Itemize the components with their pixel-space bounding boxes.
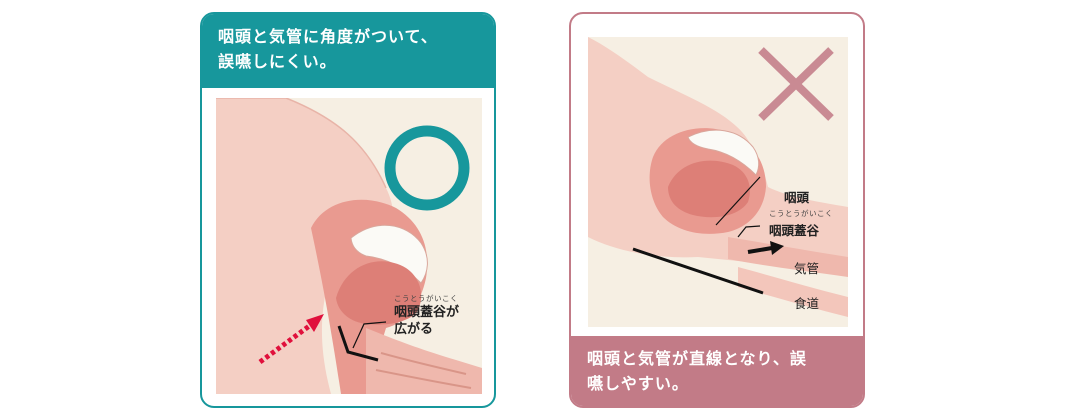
bad-pharynx-pointer bbox=[715, 176, 761, 226]
bad-label-ruby: こうとうがいこく bbox=[769, 209, 833, 218]
good-posture-card: 咽頭と気管に角度がついて、 誤嚥しにくい。 bbox=[200, 12, 496, 408]
good-illustration: こうとうがいこく 咽頭蓋谷が 広がる bbox=[216, 98, 482, 394]
bad-label-trachea: 気管 bbox=[794, 261, 820, 276]
good-label-line1: 咽頭蓋谷が bbox=[394, 305, 460, 320]
bad-tongue bbox=[668, 160, 750, 218]
bad-caption-banner: 咽頭と気管が直線となり、誤 嚥しやすい。 bbox=[571, 336, 863, 406]
good-anatomy-svg bbox=[216, 98, 482, 394]
bad-posture-card: 咽頭 こうとうがいこく 咽頭蓋谷 気管 食道 咽頭と気管が直線となり、誤 嚥しや… bbox=[569, 12, 865, 408]
bad-label-esophagus: 食道 bbox=[794, 296, 820, 311]
bad-arrow-head bbox=[770, 241, 784, 255]
good-palate bbox=[350, 224, 428, 284]
good-label-vallecula: 咽頭蓋谷が 広がる bbox=[394, 304, 459, 338]
bad-esophagus-tube bbox=[738, 267, 848, 317]
good-label-ruby: こうとうがいこく bbox=[394, 294, 458, 303]
bad-label-vallecula: 咽頭蓋谷 bbox=[769, 223, 820, 238]
good-tongue bbox=[336, 261, 422, 325]
cross-ng-icon bbox=[758, 47, 834, 121]
bad-arrow-line bbox=[747, 246, 773, 254]
good-flow-arrow-head bbox=[306, 314, 324, 332]
bad-anatomy-svg bbox=[588, 37, 848, 327]
good-caption-line2: 誤嚥しにくい。 bbox=[218, 52, 337, 71]
bad-illustration: 咽頭 こうとうがいこく 咽頭蓋谷 気管 食道 bbox=[588, 37, 848, 327]
good-head-skin bbox=[216, 98, 393, 394]
good-vallecula-bracket bbox=[337, 325, 379, 362]
circle-ok-icon bbox=[384, 125, 470, 211]
bad-palate bbox=[687, 129, 760, 176]
good-flow-arrow-line bbox=[258, 321, 314, 365]
bad-trachea-tube bbox=[728, 237, 848, 277]
good-caption-line1: 咽頭と気管に角度がついて、 bbox=[218, 27, 438, 46]
bad-caption-line1: 咽頭と気管が直線となり、誤 bbox=[587, 349, 807, 368]
bad-baseline bbox=[632, 247, 764, 295]
bad-vallecula-pointer bbox=[737, 225, 761, 238]
bad-caption-line2: 嚥しやすい。 bbox=[587, 374, 689, 393]
bad-label-pharynx: 咽頭 bbox=[784, 190, 810, 205]
good-label-line2: 広がる bbox=[394, 322, 434, 337]
good-caption-banner: 咽頭と気管に角度がついて、 誤嚥しにくい。 bbox=[202, 14, 494, 88]
good-label-pointer bbox=[352, 321, 387, 349]
